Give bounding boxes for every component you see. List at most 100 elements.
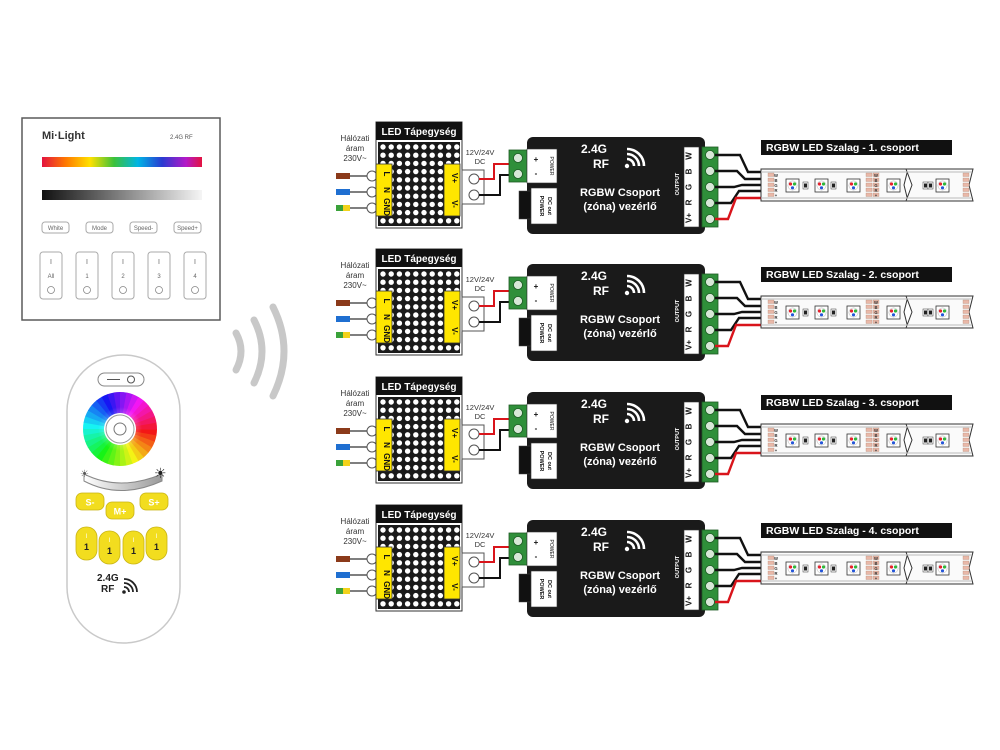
color-wheel[interactable]: [83, 392, 157, 467]
remote-key-sminus[interactable]: S-: [75, 492, 105, 511]
psu-output-screw: [468, 428, 480, 440]
remote-zone-key-4[interactable]: I1: [145, 526, 168, 561]
pad-letter: G: [874, 438, 877, 443]
white-gradient-bar[interactable]: [42, 190, 202, 200]
panel-button-speed[interactable]: Speed+: [173, 221, 202, 234]
panel-button-label: Mode: [92, 226, 108, 232]
strip-solder-pad: [962, 319, 970, 324]
output-pin-label: V+: [685, 213, 694, 223]
brightness-low-icon: ☀: [80, 469, 89, 480]
pad-letter: W: [774, 428, 778, 433]
panel-zone-4[interactable]: I4: [183, 251, 207, 300]
psu-terminal-label: N: [382, 187, 391, 193]
rgbw-led-chip: [814, 433, 829, 448]
strip-solder-pad: [767, 570, 775, 575]
zone-label: 2: [121, 274, 125, 280]
pad-letter: W: [874, 556, 878, 561]
mains-wire-insulation: [336, 444, 350, 450]
panel-button-label: Speed+: [177, 226, 198, 232]
panel-zone-3[interactable]: I3: [147, 251, 171, 300]
power-pin-label: -: [535, 424, 538, 433]
dc-label: DC: [475, 284, 486, 293]
zone-key-label: 1: [84, 542, 89, 552]
controller-wifi-icon: [624, 147, 646, 169]
controller-body: [527, 137, 705, 234]
output-wire: [715, 169, 765, 181]
dc-out-jack: [518, 573, 532, 603]
pad-letter: B: [874, 433, 877, 438]
strip-solder-pad: [865, 442, 873, 447]
strip-solder-pad: [767, 299, 775, 304]
pad-letter: +: [775, 193, 778, 198]
wheel-center-button[interactable]: [105, 414, 135, 444]
power-pin-label: +: [534, 282, 539, 291]
psu-output-block: [443, 418, 461, 472]
strip-solder-pad: [767, 565, 775, 570]
power-pin-label: -: [535, 296, 538, 305]
power-dc-label: DC out: [546, 197, 552, 215]
strip-solder-pad: [962, 182, 970, 187]
mains-label: 230V~: [343, 281, 367, 290]
output-pin-label: V+: [685, 468, 694, 478]
zone-off-icon: [191, 286, 199, 294]
brightness-slider[interactable]: [83, 473, 163, 491]
strip-solder-pad: [962, 314, 970, 319]
strip-solder-pad: [767, 304, 775, 309]
strip-solder-pad: [872, 177, 880, 182]
remote-key-splus[interactable]: S+: [139, 492, 169, 511]
strip-solder-pad: [872, 570, 880, 575]
pad-letter: W: [774, 556, 778, 561]
output-wire: [715, 566, 765, 572]
pad-letter: R: [874, 571, 877, 576]
rgbw-led-chip: [846, 305, 861, 320]
output-wire: [715, 296, 765, 308]
strip-solder-pad: [962, 187, 970, 192]
strip-solder-pad: [872, 182, 880, 187]
remote-key-mplus[interactable]: M+: [105, 501, 135, 520]
rgbw-led-chip: [846, 433, 861, 448]
panel-button-mode[interactable]: Mode: [85, 221, 114, 234]
zone-label: 4: [193, 274, 197, 280]
remote-zone-key-3[interactable]: I1: [122, 530, 145, 565]
pad-letter: G: [774, 566, 777, 571]
brightness-high-icon: ☀: [154, 465, 167, 481]
psu-terminal-label: L: [382, 172, 391, 177]
psu-output-block: [443, 546, 461, 600]
strip-solder-pad: [865, 432, 873, 437]
strip-solder-pad: [872, 437, 880, 442]
strip-solder-pad: [865, 314, 873, 319]
strip-solder-pad: [962, 172, 970, 177]
remote-zone-key-1[interactable]: I1: [75, 526, 98, 561]
panel-zone-1[interactable]: I1: [75, 251, 99, 300]
controller-rf-line1: 2.4G: [581, 142, 607, 156]
dc-out-jack: [518, 190, 532, 220]
strip-solder-pad: [962, 560, 970, 565]
strip-solder-pad: [865, 304, 873, 309]
color-gradient-bar[interactable]: [42, 157, 202, 167]
strip-label-box: [761, 140, 952, 155]
panel-zone-2[interactable]: I2: [111, 251, 135, 300]
mains-label: Hálózati: [341, 134, 370, 143]
psu-terminal-label: L: [382, 299, 391, 304]
remote-power-button[interactable]: [97, 372, 145, 387]
strip-solder-pad: [872, 442, 880, 447]
pad-letter: W: [874, 173, 878, 178]
controller-rf-line2: RF: [593, 412, 609, 426]
pad-letter: G: [774, 438, 777, 443]
rgbw-led-chip: [814, 305, 829, 320]
panel-button-white[interactable]: White: [41, 221, 70, 234]
rgbw-led-chip: [785, 561, 800, 576]
output-wire: [715, 189, 765, 205]
remote-zone-key-2[interactable]: I1: [98, 530, 121, 565]
panel-brand: Mi·Light: [42, 130, 85, 142]
panel-button-speed[interactable]: Speed-: [129, 221, 158, 234]
output-wire: [715, 444, 765, 460]
pad-letter: +: [875, 320, 878, 325]
output-pin-label: B: [685, 423, 694, 429]
output-pin-label: V+: [685, 340, 694, 350]
